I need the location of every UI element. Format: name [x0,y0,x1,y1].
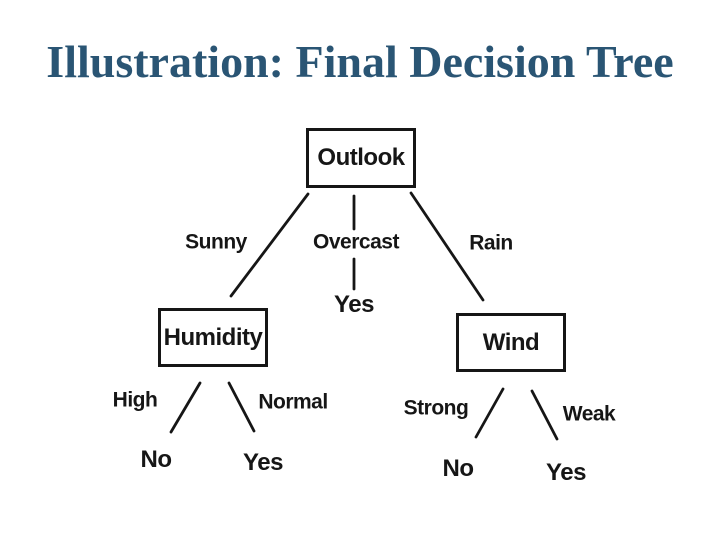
node-wind: Wind [456,313,566,372]
edge-humidity-normal [227,381,256,433]
edge-wind-weak [530,389,559,441]
branch-label-high: High [112,388,158,412]
edge-outlook-humidity [229,192,310,298]
page-title: Illustration: Final Decision Tree [46,36,674,87]
branch-label-normal: Normal [258,390,328,414]
edge-outlook-wind [409,191,485,302]
branch-label-sunny: Sunny [185,230,247,254]
branch-label-weak: Weak [562,402,616,426]
edge-wind-strong [474,387,505,439]
branch-label-strong: Strong [403,396,469,420]
leaf-normal-yes: Yes [243,449,283,476]
leaf-weak-yes: Yes [546,459,586,486]
branch-label-rain: Rain [469,231,513,255]
leaf-high-no: No [140,446,173,473]
edge-humidity-high [169,381,202,434]
leaf-strong-no: No [442,455,475,482]
node-humidity: Humidity [158,308,268,367]
branch-label-overcast: Overcast [313,230,399,254]
node-outlook: Outlook [306,128,416,188]
leaf-overcast-yes: Yes [334,291,374,318]
